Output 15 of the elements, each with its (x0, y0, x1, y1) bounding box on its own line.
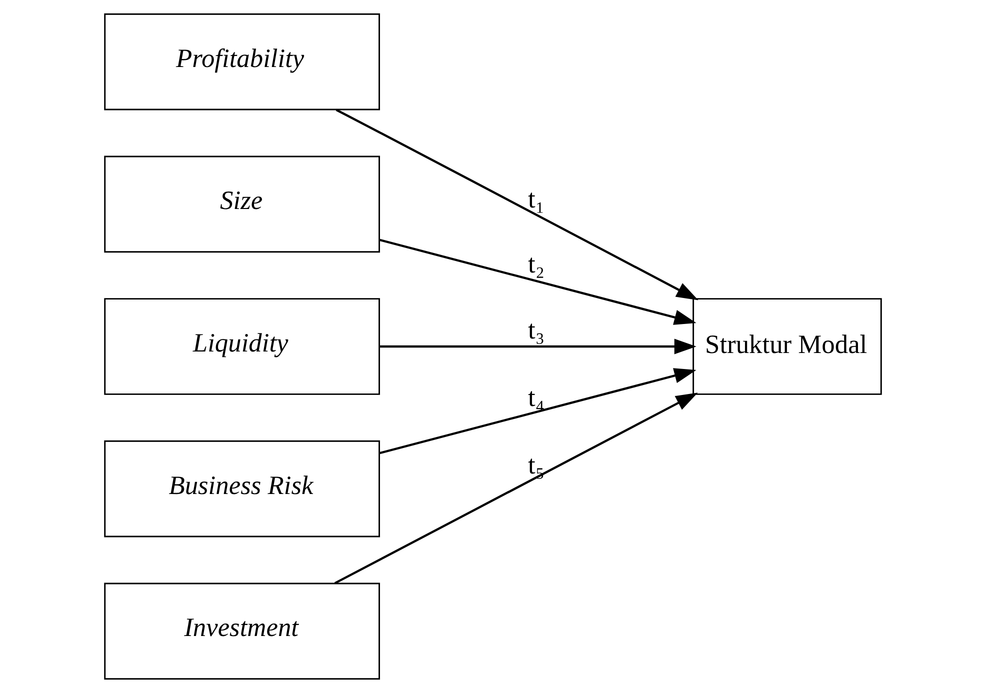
edge-label: t₄ (528, 382, 544, 412)
arrow (334, 392, 698, 584)
edge-label: t₃ (528, 314, 544, 344)
node-box: Business Risk (104, 440, 380, 538)
arrow (378, 238, 696, 325)
arrow (335, 108, 698, 300)
arrow (378, 368, 696, 454)
node-box: Profitability (104, 13, 380, 110)
node-box: Struktur Modal (692, 298, 882, 395)
node-box: Size (104, 156, 380, 253)
edge-label: t₂ (528, 248, 544, 278)
node-box: Liquidity (104, 298, 380, 395)
arrow (379, 338, 696, 354)
node-box: Investment (104, 582, 380, 680)
edge-label: t₁ (528, 184, 544, 214)
